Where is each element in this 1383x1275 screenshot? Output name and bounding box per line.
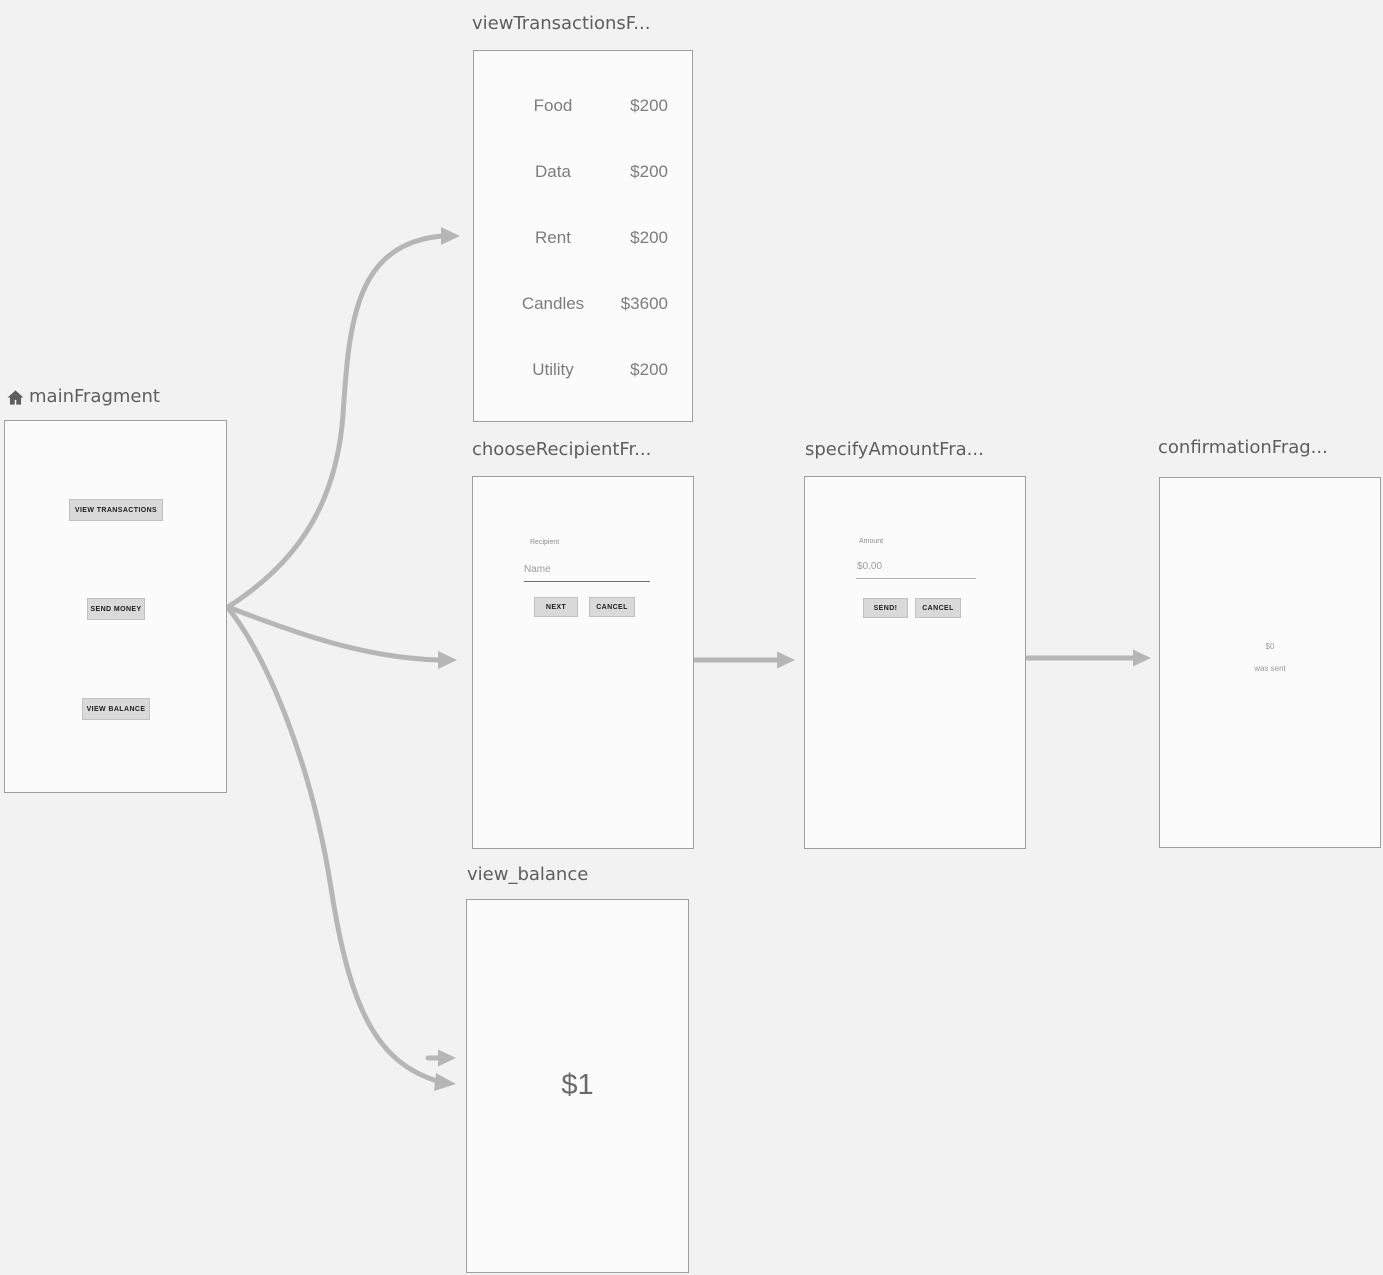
recipient-input-underline bbox=[524, 581, 650, 582]
fragment-title-confirmation: confirmationFrag... bbox=[1158, 437, 1328, 458]
home-icon bbox=[7, 389, 24, 405]
fragment-title-main: mainFragment bbox=[29, 386, 160, 407]
preview-button-view-transactions: VIEW TRANSACTIONS bbox=[69, 499, 163, 521]
transaction-amount: $3600 bbox=[620, 294, 668, 313]
fragment-title-view-transactions: viewTransactionsF... bbox=[472, 13, 651, 34]
transaction-row: Rent $200 bbox=[502, 227, 668, 249]
preview-button-view-balance: VIEW BALANCE bbox=[82, 698, 150, 720]
preview-button-cancel: CANCEL bbox=[915, 598, 961, 618]
amount-input: $0.00 bbox=[857, 561, 883, 572]
action-arrow-choose-recipient-to-specify-amount[interactable] bbox=[692, 651, 795, 669]
fragment-header-choose-recipient[interactable]: chooseRecipientFr... bbox=[472, 439, 651, 461]
fragment-title-specify-amount: specifyAmountFra... bbox=[805, 439, 984, 460]
fragment-header-view-balance[interactable]: view_balance bbox=[467, 864, 588, 886]
fragment-header-main[interactable]: mainFragment bbox=[6, 386, 160, 408]
preview-button-cancel: CANCEL bbox=[589, 597, 635, 617]
fragment-card-view-transactions[interactable]: Food $200 Data $200 Rent $200 Candles $3… bbox=[473, 50, 693, 422]
fragment-card-specify-amount[interactable]: Amount $0.00 SEND! CANCEL bbox=[804, 476, 1026, 849]
fragment-card-choose-recipient[interactable]: Recipient Name NEXT CANCEL bbox=[472, 476, 694, 849]
fragment-title-view-balance: view_balance bbox=[467, 864, 589, 885]
fragment-title-choose-recipient: chooseRecipientFr... bbox=[472, 439, 652, 460]
transaction-row: Utility $200 bbox=[502, 359, 668, 381]
balance-value: $1 bbox=[561, 1069, 594, 1101]
fragment-header-confirmation[interactable]: confirmationFrag... bbox=[1158, 437, 1328, 459]
transaction-name: Food bbox=[533, 96, 573, 115]
transaction-amount: $200 bbox=[630, 96, 668, 115]
action-arrow-main-to-view-balance[interactable] bbox=[225, 605, 456, 1091]
recipient-name-input: Name bbox=[524, 564, 551, 575]
fragment-card-view-balance[interactable]: $1 bbox=[466, 899, 689, 1273]
fragment-card-main[interactable]: VIEW TRANSACTIONS SEND MONEY VIEW BALANC… bbox=[4, 420, 227, 793]
transaction-row: Food $200 bbox=[502, 95, 668, 117]
transaction-amount: $200 bbox=[630, 360, 668, 379]
fragment-header-view-transactions[interactable]: viewTransactionsF... bbox=[472, 13, 650, 35]
transaction-amount: $200 bbox=[630, 228, 668, 247]
transaction-amount: $200 bbox=[630, 162, 668, 181]
action-arrow-stub-to-view-balance[interactable] bbox=[425, 1049, 456, 1067]
transaction-name: Utility bbox=[532, 360, 574, 379]
transaction-name: Data bbox=[535, 162, 571, 181]
fragment-card-confirmation[interactable]: $0 was sent bbox=[1159, 477, 1381, 848]
action-arrow-main-to-choose-recipient[interactable] bbox=[225, 604, 457, 669]
confirmation-amount: $0 bbox=[1265, 642, 1275, 651]
transaction-name: Rent bbox=[535, 228, 571, 247]
confirmation-text: was sent bbox=[1254, 664, 1286, 673]
amount-field-label: Amount bbox=[859, 538, 884, 545]
action-arrow-main-to-view-transactions[interactable] bbox=[225, 227, 460, 610]
recipient-field-label: Recipient bbox=[530, 539, 560, 546]
preview-button-send-money: SEND MONEY bbox=[87, 598, 145, 620]
confirmation-message: $0 was sent bbox=[1160, 642, 1380, 673]
action-arrow-specify-amount-to-confirmation[interactable] bbox=[1024, 649, 1151, 667]
transaction-name: Candles bbox=[521, 294, 585, 313]
fragment-header-specify-amount[interactable]: specifyAmountFra... bbox=[805, 439, 984, 461]
amount-input-underline bbox=[856, 578, 976, 579]
transaction-row: Data $200 bbox=[502, 161, 668, 183]
transaction-row: Candles $3600 bbox=[502, 293, 668, 315]
preview-button-send: SEND! bbox=[863, 598, 908, 618]
preview-button-next: NEXT bbox=[534, 597, 578, 617]
